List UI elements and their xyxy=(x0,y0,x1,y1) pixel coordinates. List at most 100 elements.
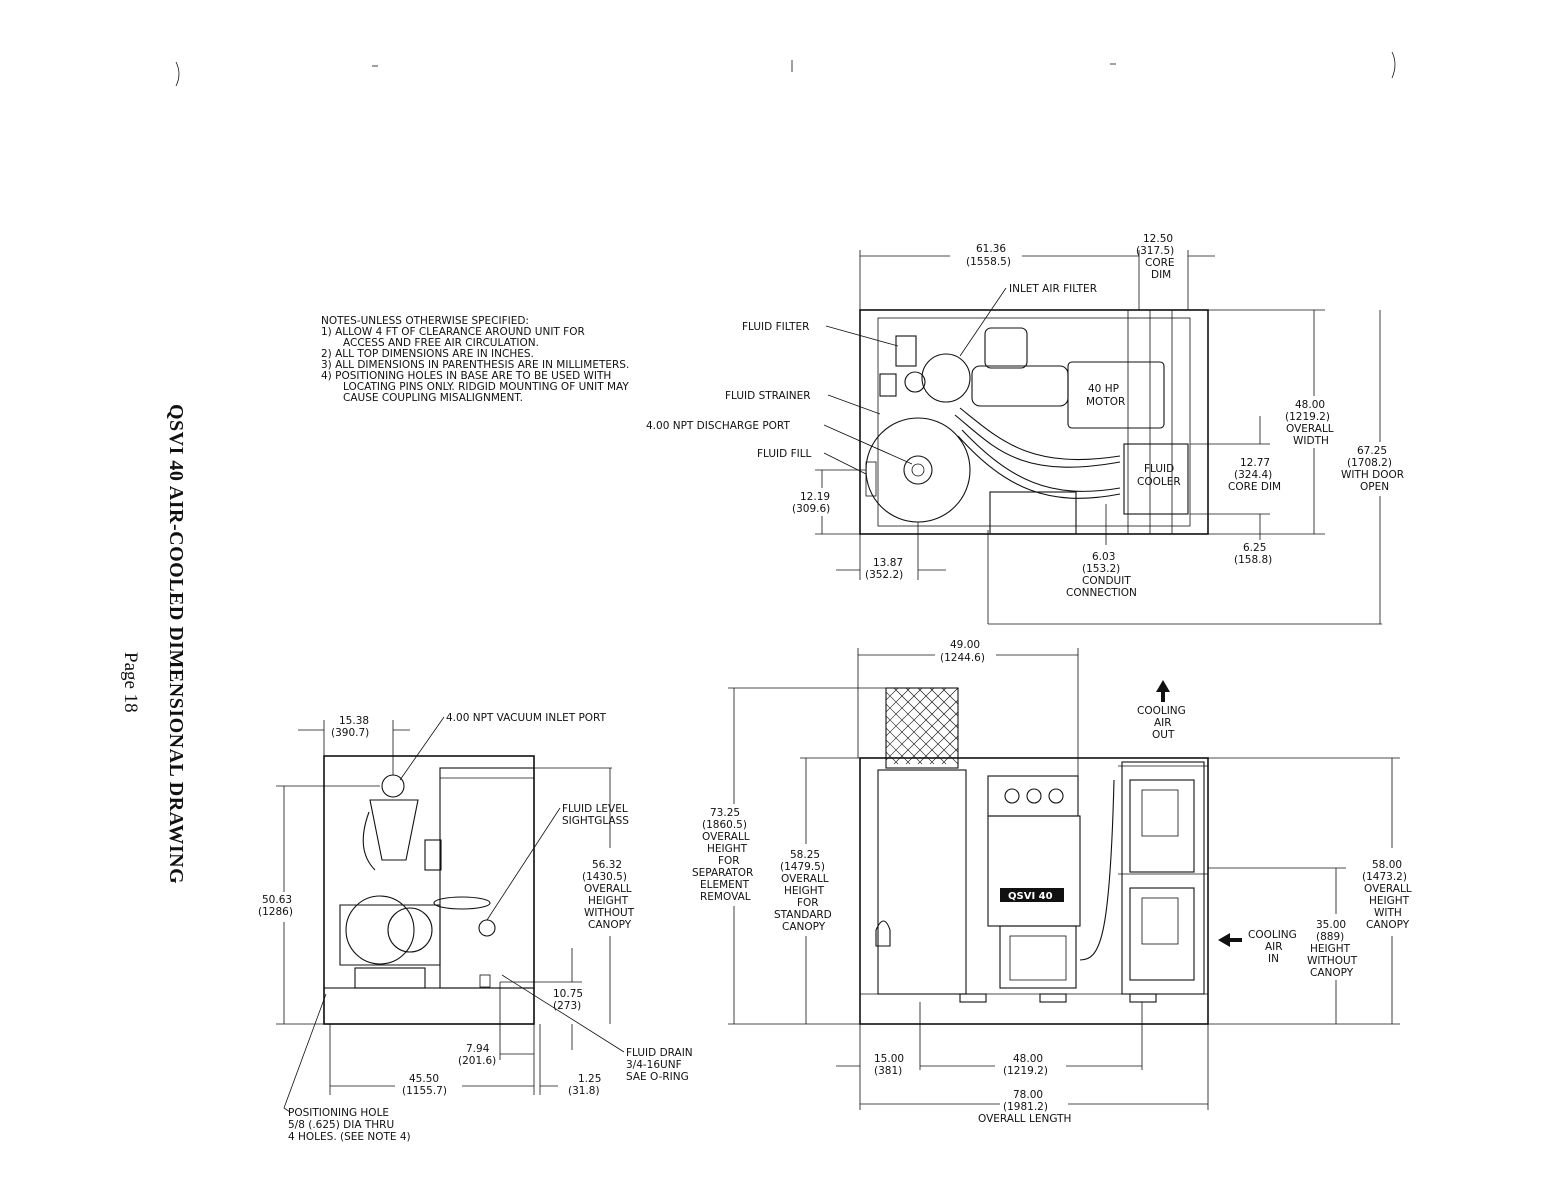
scan-marks xyxy=(175,51,1396,87)
dim-text: 12.19 xyxy=(800,491,830,503)
note-line: ACCESS AND FREE AIR CIRCULATION. xyxy=(343,337,539,349)
label-cooling-in: AIR xyxy=(1265,941,1283,953)
dim-text: (1981.2) xyxy=(1003,1101,1048,1113)
dim-text: (1708.2) xyxy=(1347,457,1392,469)
dim-text: OVERALL xyxy=(702,831,750,843)
page-label: Page 18 xyxy=(120,652,141,713)
dim-text: HEIGHT xyxy=(1369,895,1410,907)
dim-text: (324.4) xyxy=(1234,469,1272,481)
dim-text: 12.50 xyxy=(1143,233,1173,245)
label-fluid-fill: FLUID FILL xyxy=(757,448,812,460)
dim-text: 10.75 xyxy=(553,988,583,1000)
dim-text: 67.25 xyxy=(1357,445,1387,457)
notes-heading: NOTES-UNLESS OTHERWISE SPECIFIED: xyxy=(321,315,529,327)
dim-text: (31.8) xyxy=(568,1085,600,1097)
dim-text: SEPARATOR xyxy=(692,867,753,879)
dim-text: 35.00 xyxy=(1316,919,1346,931)
dim-text: 49.00 xyxy=(950,639,980,651)
dim-text: HEIGHT xyxy=(707,843,748,855)
label-inlet-air-filter: INLET AIR FILTER xyxy=(1009,283,1097,295)
dim-text: (1219.2) xyxy=(1003,1065,1048,1077)
dim-text: 48.00 xyxy=(1295,399,1325,411)
dim-text: CONNECTION xyxy=(1066,587,1137,599)
dim-text: CONDUIT xyxy=(1082,575,1131,587)
notes-block: NOTES-UNLESS OTHERWISE SPECIFIED: 1) ALL… xyxy=(321,315,629,404)
dim-text: (1860.5) xyxy=(702,819,747,831)
motor-label: 40 HP xyxy=(1088,383,1119,395)
dim-text: OVERALL xyxy=(1286,423,1334,435)
dim-text: STANDARD xyxy=(774,909,832,921)
note-line: 4) POSITIONING HOLES IN BASE ARE TO BE U… xyxy=(321,370,611,382)
label-fluid-drain: 3/4-16UNF xyxy=(626,1059,682,1071)
dim-text: OVERALL xyxy=(781,873,829,885)
separator-tank xyxy=(865,417,971,523)
top-view-frame xyxy=(859,309,1209,535)
label-positioning-hole: 5/8 (.625) DIA THRU xyxy=(288,1119,394,1131)
cooler-label: FLUID xyxy=(1144,463,1174,475)
cooler-label: COOLER xyxy=(1137,476,1181,488)
dim-text: HEIGHT xyxy=(588,895,629,907)
dim-text: 7.94 xyxy=(466,1043,490,1055)
dim-text: 73.25 xyxy=(710,807,740,819)
note-line: CAUSE COUPLING MISALIGNMENT. xyxy=(343,392,523,404)
dim-text: (158.8) xyxy=(1234,554,1272,566)
dim-text: (1473.2) xyxy=(1362,871,1407,883)
label-cooling-out: AIR xyxy=(1154,717,1172,729)
dim-text: 6.03 xyxy=(1092,551,1115,563)
top-view-inner-frame xyxy=(877,317,1191,527)
sightglass xyxy=(478,919,496,937)
dim-text: 15.00 xyxy=(874,1053,904,1065)
label-sightglass: SIGHTGLASS xyxy=(562,815,629,827)
dim-text: (1244.6) xyxy=(940,652,985,664)
label-fluid-strainer: FLUID STRAINER xyxy=(725,390,811,402)
dim-text: CORE xyxy=(1145,257,1175,269)
dim-text: FOR xyxy=(797,897,819,909)
dim-text: REMOVAL xyxy=(700,891,751,903)
label-positioning-hole: POSITIONING HOLE xyxy=(288,1107,389,1119)
dim-text: (1558.5) xyxy=(966,256,1011,268)
dim-text: OVERALL xyxy=(584,883,632,895)
dim-text: (1479.5) xyxy=(780,861,825,873)
dim-text: 45.50 xyxy=(409,1073,439,1085)
side-title: QSVI 40 AIR-COOLED DIMENSIONAL DRAWING xyxy=(165,404,187,884)
top-view: 40 HP MOTOR FLUID COOLER 61.36 (1558.5) xyxy=(646,233,1404,625)
dim-text: (889) xyxy=(1316,931,1344,943)
dim-text: WITHOUT xyxy=(584,907,635,919)
cooling-out-arrow-icon xyxy=(1156,680,1170,702)
label-cooling-out: OUT xyxy=(1152,729,1175,741)
dim-text: 48.00 xyxy=(1013,1053,1043,1065)
dim-text: 58.00 xyxy=(1372,859,1402,871)
dim-text: 56.32 xyxy=(592,859,622,871)
label-fluid-drain: FLUID DRAIN xyxy=(626,1047,693,1059)
dim-text: CANOPY xyxy=(588,919,632,931)
side-view: QSVI 40 COOLING AIR OUT 49.00 (1244.6) 7… xyxy=(692,639,1412,1125)
dim-text: 58.25 xyxy=(790,849,820,861)
dim-text: (309.6) xyxy=(792,503,830,515)
dim-text: WITH xyxy=(1374,907,1402,919)
dim-text: OVERALL LENGTH xyxy=(978,1113,1071,1125)
label-fluid-drain: SAE O-RING xyxy=(626,1071,689,1083)
label-cooling-in: IN xyxy=(1268,953,1279,965)
note-line: 2) ALL TOP DIMENSIONS ARE IN INCHES. xyxy=(321,348,534,360)
dim-text: FOR xyxy=(718,855,740,867)
label-sightglass: FLUID LEVEL xyxy=(562,803,628,815)
dim-text: WIDTH xyxy=(1293,435,1329,447)
label-discharge-port: 4.00 NPT DISCHARGE PORT xyxy=(646,420,790,432)
label-cooling-in: COOLING xyxy=(1248,929,1297,941)
dim-text: CANOPY xyxy=(782,921,826,933)
dim-text: DIM xyxy=(1151,269,1171,281)
dim-text: CANOPY xyxy=(1366,919,1410,931)
control-panel xyxy=(987,775,1079,817)
dim-text: 15.38 xyxy=(339,715,369,727)
dim-text: OPEN xyxy=(1360,481,1389,493)
label-positioning-hole: 4 HOLES. (SEE NOTE 4) xyxy=(288,1131,411,1143)
dim-text: 50.63 xyxy=(262,894,292,906)
badge-text: QSVI 40 xyxy=(1008,891,1053,902)
dim-text: (273) xyxy=(553,1000,581,1012)
dim-text: (381) xyxy=(874,1065,902,1077)
dim-text: HEIGHT xyxy=(784,885,825,897)
dim-text: CORE DIM xyxy=(1228,481,1281,493)
dim-text: (201.6) xyxy=(458,1055,496,1067)
